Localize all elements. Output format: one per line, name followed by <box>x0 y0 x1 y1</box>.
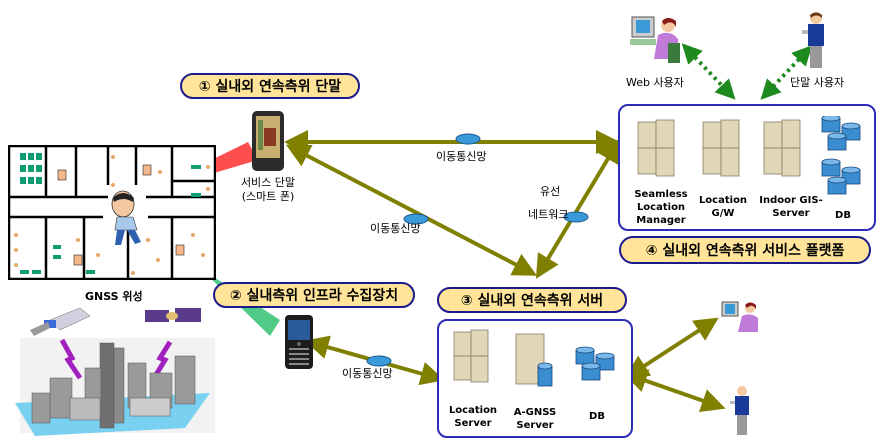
signal-bolt-icon <box>151 340 173 380</box>
service-terminal-label-line1: 서비스 단말 <box>240 176 296 189</box>
web-user-bottom-icon <box>720 300 760 336</box>
location-gw-server-icon <box>701 118 745 178</box>
terminal-user-label: 단말 사용자 <box>790 76 845 89</box>
router-icon <box>366 352 392 367</box>
label-line: Server <box>454 418 492 429</box>
location-server-icon <box>452 328 492 384</box>
label-line: Indoor GIS- <box>759 195 823 206</box>
label-line: Seamless <box>634 189 688 200</box>
terminal-badge: ① 실내외 연속측위 단말 <box>180 73 360 99</box>
web-user-label: Web 사용자 <box>626 76 684 89</box>
seamless-location-manager-label: Seamless Location Manager <box>628 188 694 227</box>
mobile-network-label-top: 이동통신망 <box>436 150 487 163</box>
arrow-termuser-platform <box>760 45 813 100</box>
smartphone-icon <box>250 110 286 172</box>
floor-plan <box>8 145 216 280</box>
label-line: A-GNSS <box>513 407 557 418</box>
platform-db-icon <box>820 114 866 206</box>
seamless-location-manager-server-icon <box>636 118 680 178</box>
arrow-server-webuser <box>624 317 719 379</box>
platform-badge: ④ 실내외 연속측위 서비스 플랫폼 <box>619 236 871 264</box>
arrow-phone-server <box>285 144 538 276</box>
location-gw-label: Location G/W <box>696 194 750 220</box>
label-line: Server <box>772 208 810 219</box>
server-db-label: DB <box>589 411 605 422</box>
mobile-network-label-bottom: 이동통신망 <box>342 367 393 380</box>
indoor-gis-server-label: Indoor GIS- Server <box>756 194 826 220</box>
satellite-icon <box>145 308 201 322</box>
label-line: Manager <box>636 215 686 226</box>
wired-network-label-line2: 네트워크 <box>528 208 569 221</box>
running-person-icon <box>105 190 145 248</box>
router-icon <box>563 208 589 223</box>
arrow-server-termuser <box>622 369 726 413</box>
label-line: Server <box>516 420 554 431</box>
wired-network-label-line1: 유선 <box>540 185 561 198</box>
a-gnss-server-label: A-GNSS Server <box>508 406 562 432</box>
indoor-gis-server-icon <box>762 118 806 178</box>
server-db-icon <box>574 346 620 386</box>
signal-bolt-icon <box>59 338 83 380</box>
web-user-icon <box>630 15 680 67</box>
label-line: Location <box>448 405 498 416</box>
terminal-user-icon <box>800 10 830 72</box>
location-server-label: Location Server <box>442 404 504 430</box>
router-icon <box>403 210 429 225</box>
router-icon <box>455 130 481 145</box>
service-terminal-label: 서비스 단말 (스마트 폰) <box>236 176 300 204</box>
arrow-webuser-platform <box>681 43 736 100</box>
gnss-label: GNSS 위성 <box>85 290 143 303</box>
gnss-city-illustration <box>10 307 220 438</box>
label-line: Location <box>698 195 748 206</box>
service-terminal-label-line2: (스마트 폰) <box>241 190 295 203</box>
terminal-user-bottom-icon <box>728 384 754 438</box>
infra-badge: ② 실내측위 인프라 수집장치 <box>213 282 415 308</box>
label-line: Location <box>636 202 686 213</box>
platform-db-label: DB <box>835 210 851 221</box>
a-gnss-server-icon <box>512 330 558 392</box>
collection-device-phone-icon <box>284 314 314 370</box>
server-badge: ③ 실내외 연속측위 서버 <box>437 287 627 313</box>
satellite-icon <box>30 307 91 336</box>
mobile-network-label-mid: 이동통신망 <box>370 222 421 235</box>
label-line: G/W <box>711 208 735 219</box>
